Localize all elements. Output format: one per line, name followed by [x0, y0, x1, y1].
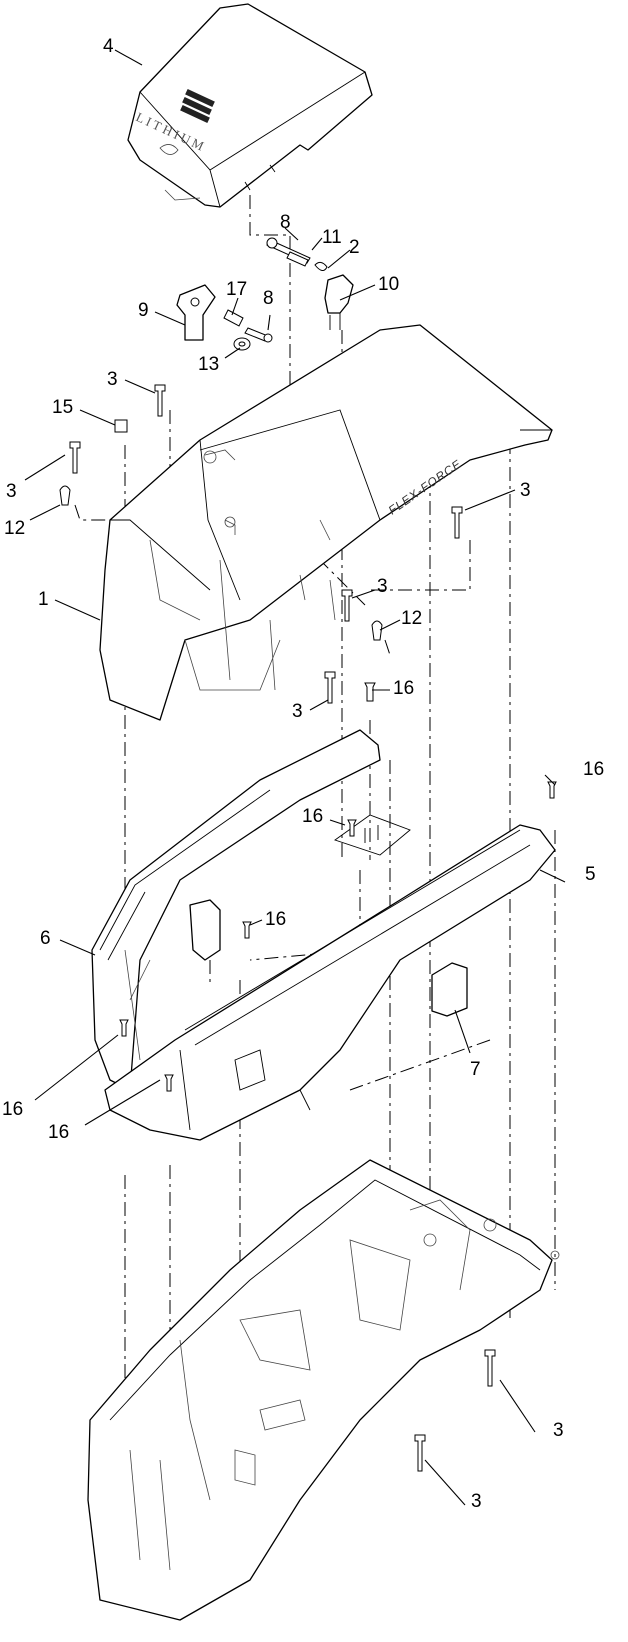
callout-16d: 16 — [265, 909, 286, 930]
callout-15: 15 — [52, 397, 73, 418]
callout-1: 1 — [38, 589, 49, 610]
callout-3a: 3 — [107, 369, 118, 390]
callout-2: 2 — [349, 237, 360, 258]
callout-6: 6 — [40, 928, 51, 949]
latch-assembly-left — [176, 284, 273, 351]
leader-lines — [24, 49, 566, 1506]
hood-fasteners — [59, 384, 463, 704]
callout-3b: 3 — [6, 481, 17, 502]
callout-12a: 12 — [4, 518, 25, 539]
upper-hood: FLEX-FORCE — [99, 324, 553, 721]
callouts: 4 8 11 2 10 17 8 9 13 3 15 3 12 3 1 3 12… — [2, 36, 604, 1512]
callout-3g: 3 — [471, 1491, 482, 1512]
base-screws — [119, 781, 557, 1472]
callout-3e: 3 — [292, 701, 303, 722]
callout-9: 9 — [138, 300, 149, 321]
latch-assembly-right — [266, 237, 354, 330]
callout-8b: 8 — [263, 288, 274, 309]
callout-17: 17 — [226, 279, 247, 300]
callout-16f: 16 — [48, 1122, 69, 1143]
callout-3f: 3 — [553, 1420, 564, 1441]
callout-10: 10 — [378, 274, 399, 295]
callout-7: 7 — [470, 1059, 481, 1080]
callout-8a: 8 — [280, 212, 291, 233]
callout-3c: 3 — [520, 480, 531, 501]
battery-cover: LITHIUM — [127, 3, 373, 208]
callout-16a: 16 — [393, 678, 414, 699]
right-side-cover — [104, 824, 556, 1141]
callout-16c: 16 — [302, 806, 323, 827]
callout-12b: 12 — [401, 608, 422, 629]
callout-16e: 16 — [2, 1099, 23, 1120]
left-side-cover — [91, 729, 411, 1091]
callout-11: 11 — [322, 227, 342, 248]
lower-base — [87, 1159, 560, 1621]
callout-13: 13 — [198, 354, 219, 375]
callout-3d: 3 — [377, 576, 388, 597]
callout-5: 5 — [585, 864, 596, 885]
callout-4: 4 — [103, 36, 114, 57]
callout-16b: 16 — [583, 759, 604, 780]
